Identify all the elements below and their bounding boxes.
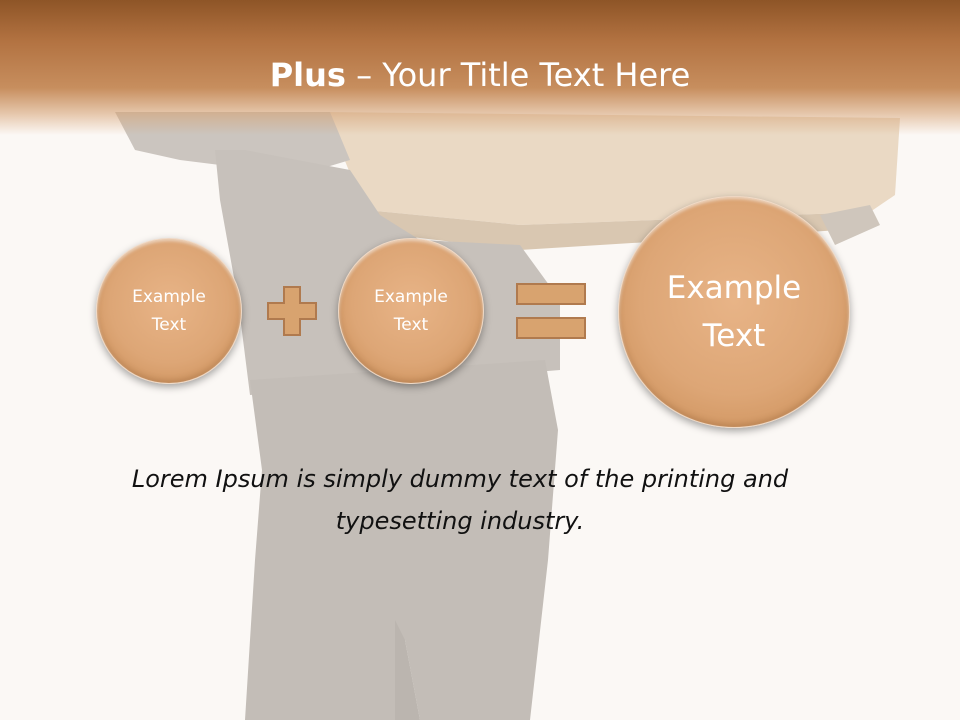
circle-2-label: Example Text	[374, 287, 448, 335]
slide-title: Plus – Your Title Text Here	[0, 52, 960, 98]
result-circle: Example Text	[618, 196, 850, 428]
example-circle-2: Example Text	[338, 238, 484, 384]
plus-sign-icon	[267, 286, 317, 336]
equals-sign-icon	[516, 283, 586, 339]
title-banner	[0, 0, 960, 135]
result-circle-label: Example Text	[666, 270, 802, 354]
title-text: – Your Title Text Here	[345, 56, 691, 94]
caption-text: Lorem Ipsum is simply dummy text of the …	[131, 465, 789, 535]
circle-1-label: Example Text	[132, 287, 206, 335]
title-bold-word: Plus	[269, 56, 346, 94]
example-circle-1: Example Text	[96, 238, 242, 384]
